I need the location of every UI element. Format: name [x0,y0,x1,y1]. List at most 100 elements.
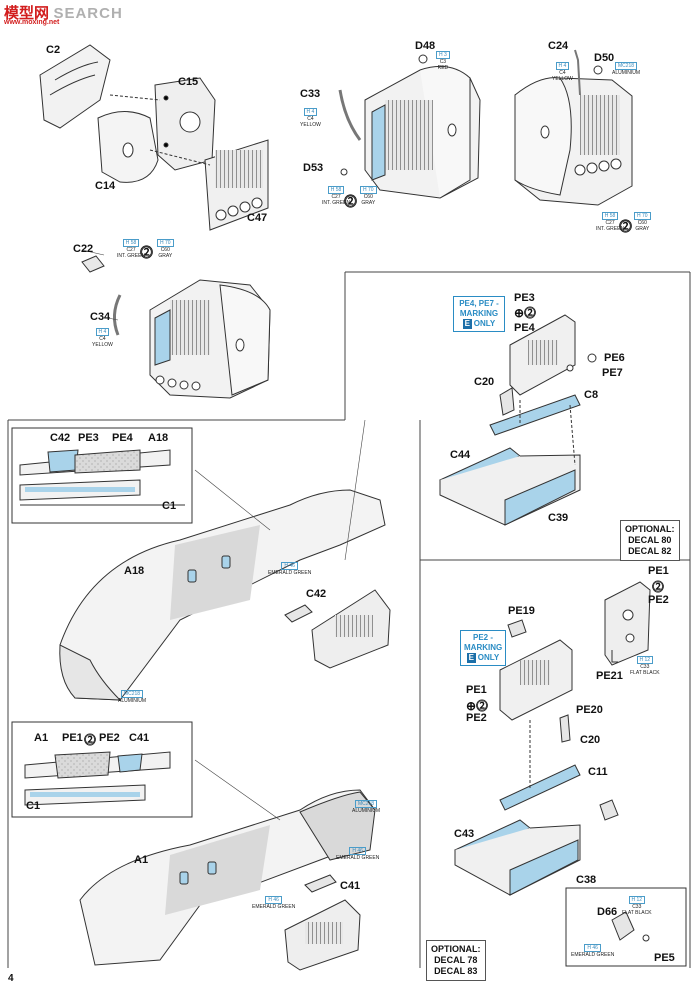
step3-parts [514,49,633,206]
step2-parts [338,54,481,199]
optional-decal: DECAL 80 [628,535,672,545]
code-box: H 46 [281,562,298,570]
inset-label-a1: A1 [34,732,49,744]
part-label-c47: C47 [247,212,268,224]
paint-code-pe21: H 12 C33 FLAT BLACK [630,656,660,676]
step6-inset [11,427,193,524]
or-symbol: ⓶ [652,580,665,594]
code-box: H 4 [95,328,110,336]
code-box: H 46 [265,896,282,904]
optional-decal: DECAL 78 [434,955,478,965]
code-ref: C60 [160,247,170,253]
leader-lines [81,249,366,821]
code-box: H 70 [360,186,377,194]
part-label-c38: C38 [576,874,597,886]
part-label-d50: D50 [594,52,615,64]
code-name: EMERALD GREEN [336,855,380,861]
step7-parts [454,581,651,896]
code-name: ALUMINIUM [352,808,381,814]
code-box: H 3 [436,51,450,59]
or-symbol: ⓶ [84,733,97,747]
marking-letter: E [462,319,472,329]
part-label-c8: C8 [584,389,599,401]
code-name: GRAY [158,253,173,259]
marking-letter: E [466,653,476,663]
paint-code-d48: H 3 C3 RED [436,51,450,71]
paint-code-step3-b: H 70 C60 GRAY [634,212,651,232]
frame-lines [7,271,691,968]
part-label-c14: C14 [95,180,116,192]
part-label-pe3: PE3 [514,292,535,304]
side-label-pe2: PE2 [648,594,669,606]
code-box: H 46 [349,847,366,855]
paint-code-pe5: H 46 EMERALD GREEN [571,944,614,958]
part-label-c15: C15 [178,76,199,88]
part-label-c2: C2 [46,44,61,56]
code-ref: C4 [559,70,566,76]
inset-label-a18: A18 [148,432,169,444]
code-ref: C4 [99,336,106,342]
code-box: MC218 [614,62,638,70]
side-label-pe1: PE1 [648,565,669,577]
step9-fuselage [79,789,376,971]
code-ref: C3 [439,59,447,65]
code-name: INT. GREEN [322,200,351,206]
paint-code-d53-b: H 70 C60 GRAY [360,186,377,206]
code-ref: C27 [605,220,615,226]
inset-label-pe4: PE4 [112,432,133,444]
inset-label-c42: C42 [50,432,71,444]
code-ref: C4 [307,116,314,122]
code-box: H 4 [303,108,318,116]
optional-decals-top: OPTIONAL: DECAL 80 DECAL 82 [620,520,680,561]
part-label-pe1: PE1 [466,684,487,696]
part-label-pe7: PE7 [602,367,623,379]
code-box: H 12 [628,896,646,904]
code-ref: C27 [126,247,136,253]
code-box: H 70 [157,239,174,247]
code-box: H 4 [555,62,570,70]
paint-code-step6-alu: MC218 ALUMINIUM [118,690,146,704]
marking-line3: ONLY [473,319,496,328]
paint-code-step3-a: H 58 C27 INT. GREEN [596,212,624,232]
paint-code-step9-em1: H 46 EMERALD GREEN [336,847,379,861]
code-ref: C60 [637,220,647,226]
code-name: GRAY [635,226,650,232]
code-ref: C33 [640,664,650,670]
code-box: MC218 [120,690,144,698]
step5-parts [439,314,597,526]
or-symbol: ⓶ [344,194,358,209]
part-label-c20: C20 [474,376,495,388]
inset-label-pe3: PE3 [78,432,99,444]
code-name: INT. GREEN [596,226,625,232]
part-label-pe20: PE20 [576,704,603,716]
inset-label-c1: C1 [26,800,41,812]
code-ref: C60 [363,194,373,200]
page-number: 4 [8,973,14,984]
code-name: GRAY [361,200,376,206]
paint-code-step6-emerald: H 46 EMERALD GREEN [268,562,311,576]
part-label-c24: C24 [548,40,569,52]
part-label-c41: C41 [340,880,361,892]
code-name: YELLOW [300,122,321,128]
code-name: EMERALD GREEN [268,570,312,576]
watermark-brand: 模型网 [4,5,50,22]
marking-line1: PE2 - [472,633,493,642]
or-symbol: ⓶ [140,245,154,260]
paint-code-c22-b: H 70 C60 GRAY [157,239,174,259]
paint-code-step9-alu: MC218 ALUMINIUM [352,800,380,814]
paint-code-c22-a: H 58 C27 INT. GREEN [117,239,145,259]
paint-code-c24: H 4 C4 YELLOW [552,62,573,82]
part-label-c22: C22 [73,243,94,255]
step9-inset [11,721,193,818]
side-label-pe21: PE21 [596,670,623,682]
paint-code-c34: H 4 C4 YELLOW [92,328,113,348]
watermark-word: SEARCH [53,5,123,22]
code-name: ALUMINIUM [118,698,147,704]
optional-title: OPTIONAL: [625,524,675,534]
code-ref: C33 [632,904,642,910]
part-label-c42: C42 [306,588,327,600]
optional-title: OPTIONAL: [431,944,481,954]
